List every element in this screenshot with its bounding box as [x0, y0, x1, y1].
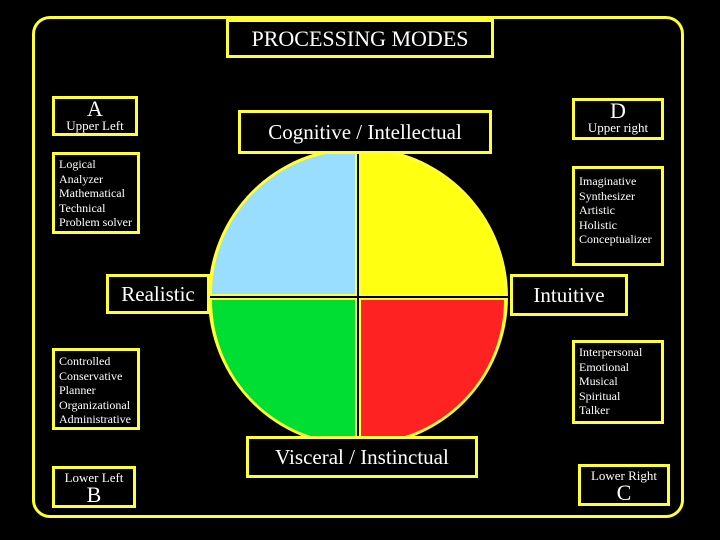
quadrant-d-label: Upper right: [587, 120, 649, 135]
trait-item: Problem solver: [59, 215, 132, 229]
page-title: PROCESSING MODES: [226, 19, 494, 58]
quadrant-b-label: Lower Left: [64, 470, 124, 485]
quadrant-d-upper-right: [361, 151, 504, 294]
trait-item: Imaginative: [579, 174, 637, 188]
trait-item: Administrative: [59, 412, 131, 426]
traits-box-c: Interpersonal Emotional Musical Spiritua…: [572, 340, 664, 424]
outer-frame: [32, 16, 684, 518]
corner-box-c: Lower Right C: [578, 464, 670, 506]
trait-item: Musical: [579, 374, 618, 388]
quadrant-c-letter: C: [616, 480, 632, 505]
traits-box-a: Logical Analyzer Mathematical Technical …: [52, 152, 140, 234]
quadrant-a-upper-left: [212, 151, 355, 294]
trait-item: Organizational: [59, 397, 131, 412]
trait-item: Interpersonal: [579, 345, 643, 359]
mode-label-bottom: Visceral / Instinctual: [246, 436, 478, 478]
trait-item: Analyzer: [59, 171, 103, 186]
mode-label-right: Intuitive: [510, 274, 628, 316]
corner-box-b: Lower Left B: [52, 466, 136, 508]
trait-item: Synthesizer: [579, 188, 635, 203]
trait-item: Planner: [59, 383, 96, 397]
quadrant-b-letter: B: [86, 482, 102, 507]
trait-item: Mathematical: [59, 186, 125, 200]
trait-item: Emotional: [579, 359, 629, 374]
trait-item: Controlled: [59, 354, 111, 368]
trait-item: Talker: [579, 403, 610, 417]
quadrant-c-label: Lower Right: [590, 468, 658, 483]
trait-item: Conceptualizer: [579, 232, 652, 246]
quadrant-a-label: Upper Left: [66, 118, 124, 133]
trait-item: Conservative: [59, 368, 123, 383]
corner-box-a: A Upper Left: [52, 96, 138, 136]
trait-item: Artistic: [579, 203, 615, 217]
quadrant-a-letter: A: [87, 96, 103, 121]
mode-label-left: Realistic: [106, 274, 210, 314]
traits-box-b: Controlled Conservative Planner Organiza…: [52, 348, 140, 430]
traits-box-d: Imaginative Synthesizer Artistic Holisti…: [572, 166, 664, 266]
trait-item: Holistic: [579, 217, 617, 232]
quadrant-d-letter: D: [610, 98, 626, 123]
trait-item: Technical: [59, 200, 106, 215]
corner-box-d: D Upper right: [572, 98, 664, 140]
quadrant-b-lower-left: [212, 300, 355, 443]
quadrant-c-lower-right: [361, 300, 504, 443]
mode-label-top: Cognitive / Intellectual: [238, 110, 492, 154]
trait-item: Logical: [59, 157, 96, 171]
trait-item: Spiritual: [579, 388, 621, 403]
